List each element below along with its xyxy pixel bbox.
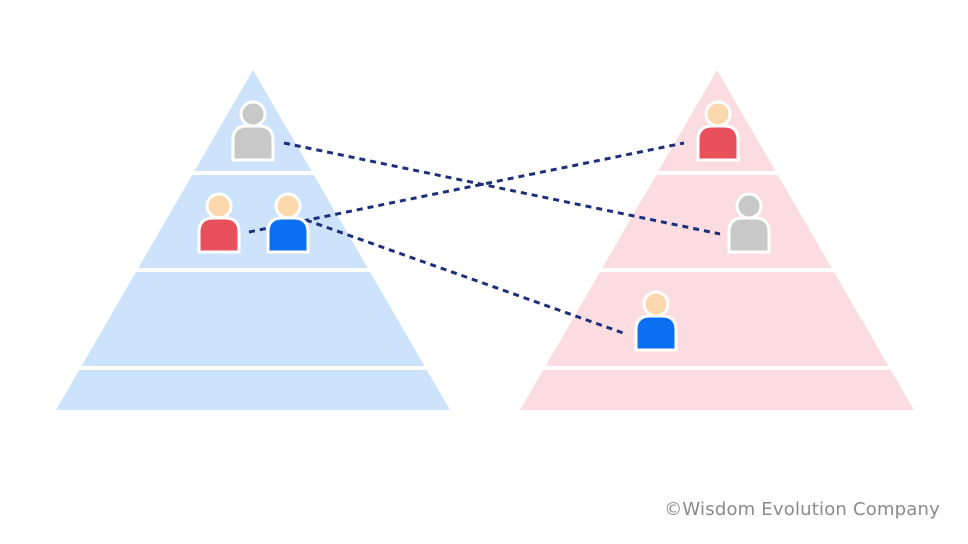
person-icon-right-gray bbox=[727, 192, 771, 254]
connector-left-red-to-right-red bbox=[248, 141, 685, 234]
person-icon-left-blue bbox=[266, 192, 310, 254]
person-body bbox=[197, 216, 241, 254]
left-pyramid bbox=[56, 70, 450, 410]
person-body bbox=[266, 216, 310, 254]
person-icon-right-blue bbox=[634, 290, 678, 352]
people-layer bbox=[197, 100, 771, 352]
copyright-notice: ©Wisdom Evolution Company bbox=[664, 499, 940, 520]
person-body bbox=[231, 124, 275, 162]
pyramids-layer bbox=[56, 70, 914, 410]
right-pyramid-shape bbox=[520, 70, 914, 410]
left-pyramid-shape bbox=[56, 70, 450, 410]
connector-left-gray-to-right-gray bbox=[283, 141, 721, 236]
person-head bbox=[735, 192, 763, 220]
person-icon-left-gray bbox=[231, 100, 275, 162]
person-head bbox=[239, 100, 267, 128]
person-icon-right-red bbox=[696, 100, 740, 162]
person-body bbox=[634, 314, 678, 352]
connector-lines-layer bbox=[248, 141, 721, 336]
person-icon-left-red bbox=[197, 192, 241, 254]
person-body bbox=[727, 216, 771, 254]
person-head bbox=[205, 192, 233, 220]
person-head bbox=[704, 100, 732, 128]
person-body bbox=[696, 124, 740, 162]
person-head bbox=[642, 290, 670, 318]
person-head bbox=[274, 192, 302, 220]
right-pyramid bbox=[520, 70, 914, 410]
connector-left-blue-to-right-blue bbox=[305, 218, 627, 336]
